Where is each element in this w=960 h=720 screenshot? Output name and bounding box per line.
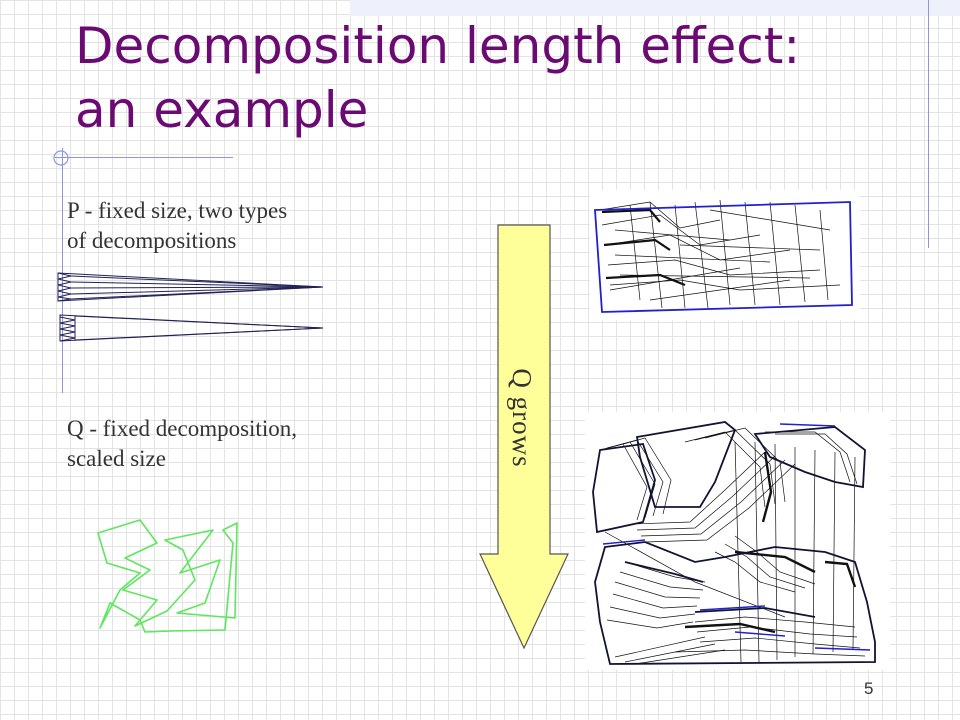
q-large-decomposition [585, 412, 890, 670]
q-small-decomposition [590, 190, 860, 320]
slide-title-line-2: an example [75, 81, 369, 139]
q-description-line-2: scaled size [67, 446, 166, 471]
slide-page-number: 5 [864, 679, 874, 698]
p-description-line-1: P - fixed size, two types [67, 198, 288, 223]
slide-title: Decomposition length effect: an example [75, 14, 835, 142]
frame-horizontal [55, 157, 233, 158]
frame-vertical-left [62, 148, 63, 393]
q-description-line-1: Q - fixed decomposition, [67, 416, 297, 441]
large-decomposition-blue-edges [602, 423, 871, 651]
large-decomposition-heavy [684, 451, 857, 634]
q-green-polygon [97, 519, 238, 633]
small-decomposition-heavy [601, 208, 686, 287]
p-wedge-upper [57, 272, 324, 302]
p-wedge-decompositions [57, 272, 324, 342]
large-decomposition-lines [599, 427, 866, 665]
frame-vertical-right [928, 0, 929, 248]
q-grows-arrow [479, 224, 569, 650]
frame-circle-icon [53, 150, 69, 166]
p-description: P - fixed size, two types of decompositi… [67, 196, 287, 256]
q-grows-label: Q grows [507, 368, 537, 468]
small-decomposition-boundary [594, 201, 853, 313]
p-description-line-2: of decompositions [67, 228, 237, 253]
q-description: Q - fixed decomposition, scaled size [67, 414, 297, 474]
title-band [350, 0, 960, 16]
p-wedge-lower [59, 314, 324, 342]
small-decomposition-lines [599, 199, 841, 309]
slide-title-line-1: Decomposition length effect: [75, 17, 801, 75]
large-decomposition-boundary [592, 421, 876, 665]
